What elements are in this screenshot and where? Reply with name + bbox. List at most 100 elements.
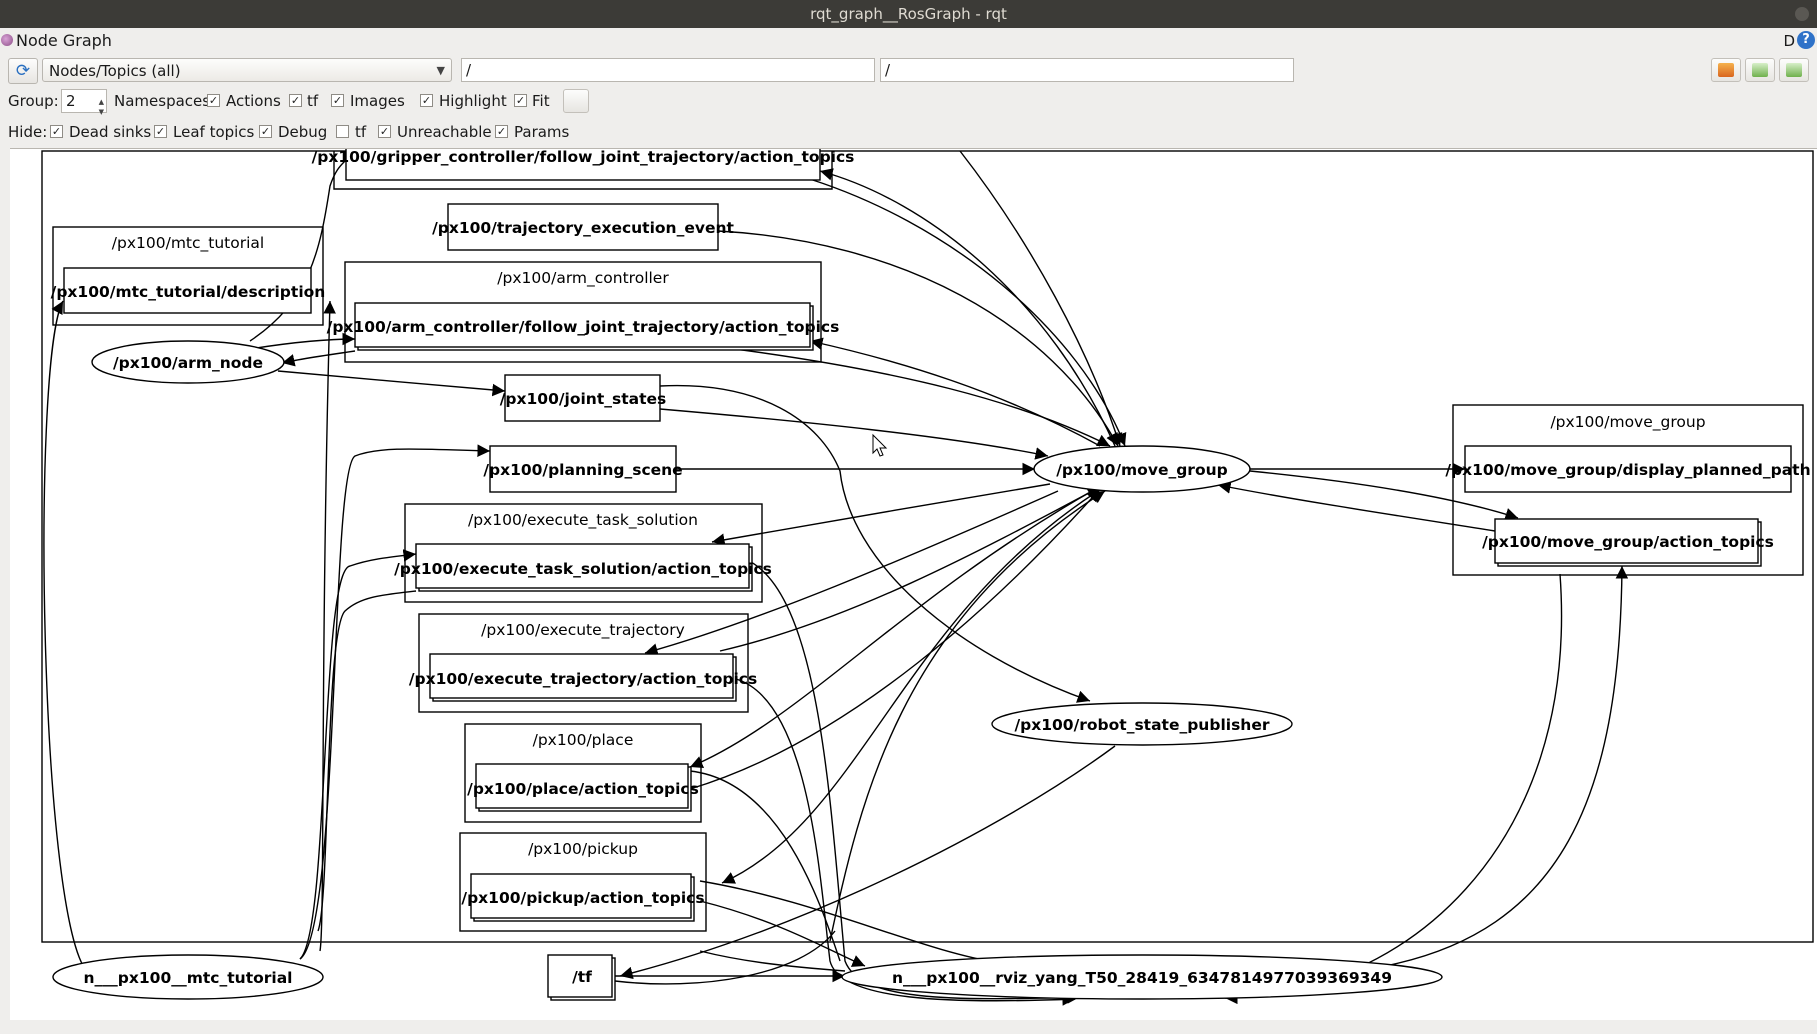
topic-pickup-action[interactable]	[470, 873, 692, 919]
topic-display-planned-path-label: /px100/move_group/display_planned_path	[1445, 461, 1810, 479]
cluster-execute-task-solution-label: /px100/execute_task_solution	[468, 511, 698, 530]
hide-tf-label: tf	[355, 123, 367, 141]
spin-down-icon[interactable]: ▼	[98, 108, 104, 116]
chevron-down-icon: ▼	[436, 64, 445, 77]
topic-joint-states-label: /px100/joint_states	[500, 390, 666, 408]
topic-mg-action-label: /px100/move_group/action_topics	[1482, 533, 1774, 551]
fit-label: Fit	[532, 92, 550, 110]
edge-mtc-node-to-planning-scene	[299, 444, 491, 960]
topic-trajectory-event[interactable]	[447, 203, 719, 251]
edge-et-to-move-group	[719, 486, 1101, 652]
topic-tf[interactable]	[547, 954, 613, 998]
tf-label: tf	[307, 92, 319, 110]
topic-arm-action[interactable]	[354, 302, 811, 348]
dock-header: Node Graph D ?	[0, 28, 1817, 52]
cluster-arm-controller	[344, 261, 822, 363]
edge-place-to-move-group	[689, 488, 1101, 790]
topic-pickup-action-label: /px100/pickup/action_topics	[461, 889, 704, 907]
edge-et-to-rviz	[735, 678, 1076, 1006]
cluster-mtc-tutorial-label: /px100/mtc_tutorial	[112, 234, 264, 253]
cluster-arm-controller-label: /px100/arm_controller	[497, 269, 669, 288]
load-dot-button[interactable]	[1711, 58, 1741, 82]
topic-planning-scene[interactable]	[489, 445, 677, 493]
topic-mtc-description[interactable]	[63, 267, 312, 314]
edge-move-group-to-et	[644, 490, 1059, 656]
save-dot-button[interactable]	[1745, 58, 1775, 82]
edge-top-to-move-group	[959, 150, 1123, 447]
edge-mg-action-to-move-group	[1217, 481, 1496, 532]
params-checkbox[interactable]: ✓	[495, 125, 508, 138]
node-robot-state-publisher-label: /px100/robot_state_publisher	[1014, 716, 1269, 734]
topic-trajectory-event-label: /px100/trajectory_execution_event	[432, 219, 734, 237]
group-spinbox[interactable]: 2 ▲ ▼	[61, 89, 107, 116]
edge-joint-states-to-move-group	[659, 408, 1049, 460]
topic-ets-action-label: /px100/execute_task_solution/action_topi…	[394, 560, 772, 578]
images-checkbox[interactable]: ✓	[331, 94, 344, 107]
debug-checkbox[interactable]: ✓	[259, 125, 272, 138]
cluster-move-group-label: /px100/move_group	[1550, 413, 1705, 432]
edge-traj-event-to-move-group	[717, 230, 1119, 447]
edge-arm-action-to-arm	[281, 350, 356, 367]
hide-tf-checkbox[interactable]	[336, 125, 349, 138]
node-arm-node-label: /px100/arm_node	[113, 354, 263, 372]
edge-rviz-to-mg-action	[1384, 565, 1629, 967]
edge-move-group-to-pickup	[721, 492, 1096, 884]
edge-place-to-rviz	[689, 770, 841, 962]
spin-up-icon[interactable]: ▲	[98, 98, 104, 106]
save-image-button[interactable]	[1779, 58, 1809, 82]
actions-checkbox[interactable]: ✓	[207, 94, 220, 107]
node-move-group-label: /px100/move_group	[1056, 461, 1227, 479]
cluster-pickup-label: /px100/pickup	[528, 840, 638, 858]
topic-ets-action[interactable]	[415, 543, 750, 589]
node-arm-node[interactable]	[91, 340, 285, 384]
refresh-button[interactable]: ⟳	[8, 58, 38, 84]
edge-move-group-to-mg-action	[1249, 470, 1519, 521]
folder-icon	[1718, 63, 1734, 77]
topic-display-planned-path[interactable]	[1464, 445, 1792, 493]
node-mtc-tutorial[interactable]	[52, 954, 324, 1000]
namespace-filter-input[interactable]: /	[461, 58, 875, 82]
topic-et-action[interactable]	[429, 653, 734, 699]
topic-mg-action[interactable]	[1494, 518, 1759, 564]
topic-et-action-label: /px100/execute_trajectory/action_topics	[409, 670, 757, 688]
window-controls	[1795, 7, 1809, 21]
edge-move-group-to-gripper	[819, 168, 1116, 447]
px100-cluster	[41, 150, 1814, 943]
node-robot-state-publisher[interactable]	[991, 702, 1293, 746]
edge-pickup-to-rviz-2	[699, 880, 1001, 964]
status-area	[0, 1020, 1817, 1034]
node-mtc-tutorial-label: n___px100__mtc_tutorial	[84, 969, 293, 987]
actions-label: Actions	[226, 92, 281, 110]
edge-move-group-to-ets	[711, 483, 1051, 546]
edge-rviz-to-move-group	[829, 490, 1106, 942]
cluster-place-label: /px100/place	[533, 731, 634, 749]
graph-canvas[interactable]: /px100/mtc_tutorial /px100/arm_controlle…	[10, 148, 1817, 1021]
node-rviz[interactable]	[841, 954, 1443, 1000]
view-mode-select[interactable]: Nodes/Topics (all) ▼	[42, 58, 452, 82]
edge-mtc-node-to-ets	[299, 549, 417, 960]
unreachable-label: Unreachable	[397, 123, 492, 141]
topic-joint-states[interactable]	[504, 374, 661, 422]
leaf-topics-checkbox[interactable]: ✓	[154, 125, 167, 138]
fit-in-view-button[interactable]	[563, 89, 589, 113]
leaf-topics-label: Leaf topics	[173, 123, 255, 141]
dock-title: Node Graph	[16, 31, 112, 50]
window-close-button[interactable]	[1795, 7, 1809, 21]
topic-mtc-description-label: /px100/mtc_tutorial/description	[51, 283, 326, 301]
fit-checkbox[interactable]: ✓	[514, 94, 527, 107]
node-move-group[interactable]	[1033, 445, 1251, 493]
rqt-app-icon	[1, 34, 13, 46]
topic-gripper-action-label: /px100/gripper_controller/follow_joint_t…	[312, 149, 855, 166]
edge-arm-to-gripper	[249, 160, 346, 342]
tf-checkbox[interactable]: ✓	[289, 94, 302, 107]
help-icon[interactable]: ?	[1797, 31, 1815, 49]
topic-place-action[interactable]	[475, 763, 689, 809]
unreachable-checkbox[interactable]: ✓	[378, 125, 391, 138]
topic-gripper-action[interactable]	[345, 149, 821, 181]
view-mode-value: Nodes/Topics (all)	[49, 62, 181, 80]
dead-sinks-checkbox[interactable]: ✓	[50, 125, 63, 138]
topic-filter-input[interactable]: /	[880, 58, 1294, 82]
ros-graph[interactable]: /px100/mtc_tutorial /px100/arm_controlle…	[10, 149, 1817, 1021]
dock-d-button[interactable]: D	[1783, 32, 1795, 50]
highlight-checkbox[interactable]: ✓	[420, 94, 433, 107]
